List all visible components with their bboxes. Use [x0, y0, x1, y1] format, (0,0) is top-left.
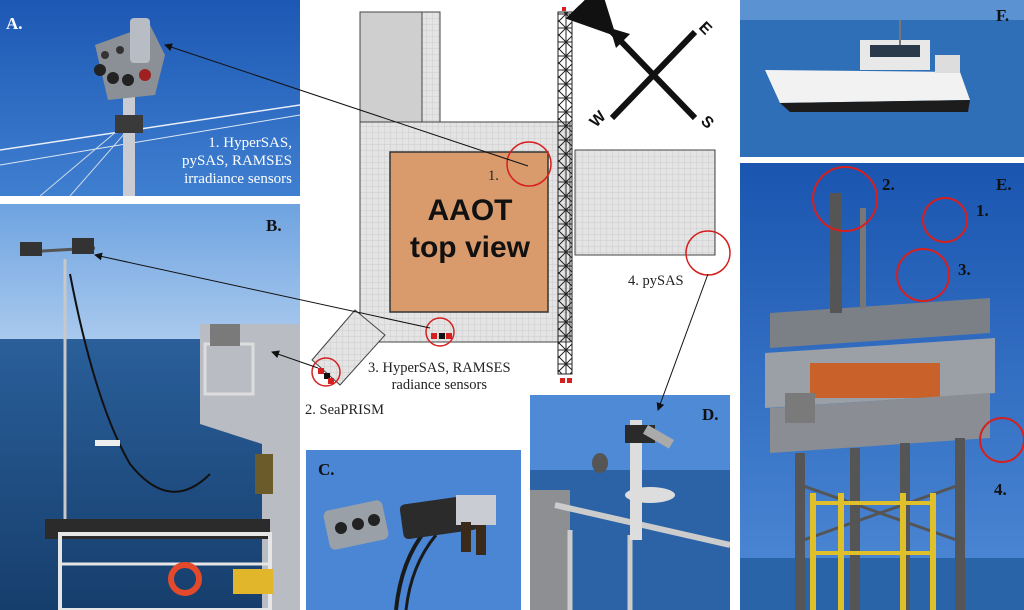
panel-f-image: [740, 0, 1024, 157]
panel-e-marker-1: 1.: [976, 201, 989, 220]
building-title-line2: top view: [410, 231, 531, 264]
label-1: 1.: [488, 168, 499, 184]
panel-e-marker-3: 3.: [958, 260, 971, 279]
panel-e-marker-2: 2.: [882, 175, 895, 194]
panel-d-label: D.: [702, 405, 719, 424]
panel-b-label: B.: [266, 216, 282, 235]
panel-c-image: [306, 450, 521, 610]
building-title-line1: AAOT: [428, 194, 513, 227]
compass-e: E: [695, 19, 715, 39]
panel-a-caption-line2: pySAS, RAMSES: [181, 153, 292, 169]
panel-e-photo: E. 1. 2. 3. 4.: [740, 163, 1024, 610]
panel-f-photo: F.: [740, 0, 1024, 157]
panel-b-image: [0, 204, 300, 610]
right-wing: [574, 149, 716, 256]
label-seaprism: 2. SeaPRISM: [305, 402, 384, 418]
truss-tower: [557, 11, 573, 375]
panel-d-photo: D.: [530, 395, 730, 610]
compass-icon: N E W S: [565, 0, 717, 133]
panel-c-label: C.: [318, 460, 335, 479]
panel-f-label: F.: [996, 6, 1010, 25]
compass-s: S: [697, 113, 717, 133]
panel-e-marker-4: 4.: [994, 480, 1007, 499]
panel-c-photo: C.: [306, 450, 521, 610]
label-hypersas-line1: 3. HyperSAS, RAMSES: [368, 360, 511, 376]
panel-a-caption: 1. HyperSAS, pySAS, RAMSES irradiance se…: [182, 134, 292, 188]
marker-circle-2: [311, 357, 341, 387]
top-view-diagram: AAOT top view N E W S: [311, 0, 731, 387]
label-hypersas: 3. HyperSAS, RAMSES radiance sensors: [368, 360, 511, 394]
label-pysas: 4. pySAS: [628, 273, 684, 289]
panel-e-label: E.: [996, 175, 1012, 194]
panel-a-photo: A. 1. HyperSAS, pySAS, RAMSES irradiance…: [0, 0, 300, 196]
panel-d-image: [530, 395, 730, 610]
panel-a-label: A.: [6, 14, 23, 33]
compass-n: N: [593, 9, 613, 29]
label-hypersas-line2: radiance sensors: [391, 377, 488, 393]
panel-a-caption-line3: irradiance sensors: [184, 171, 292, 187]
panel-e-image: [740, 163, 1024, 610]
marker-circle-3: [425, 317, 455, 347]
panel-b-photo: B.: [0, 204, 300, 610]
panel-a-caption-line1: 1. HyperSAS,: [208, 135, 292, 151]
compass-w: W: [587, 107, 610, 130]
